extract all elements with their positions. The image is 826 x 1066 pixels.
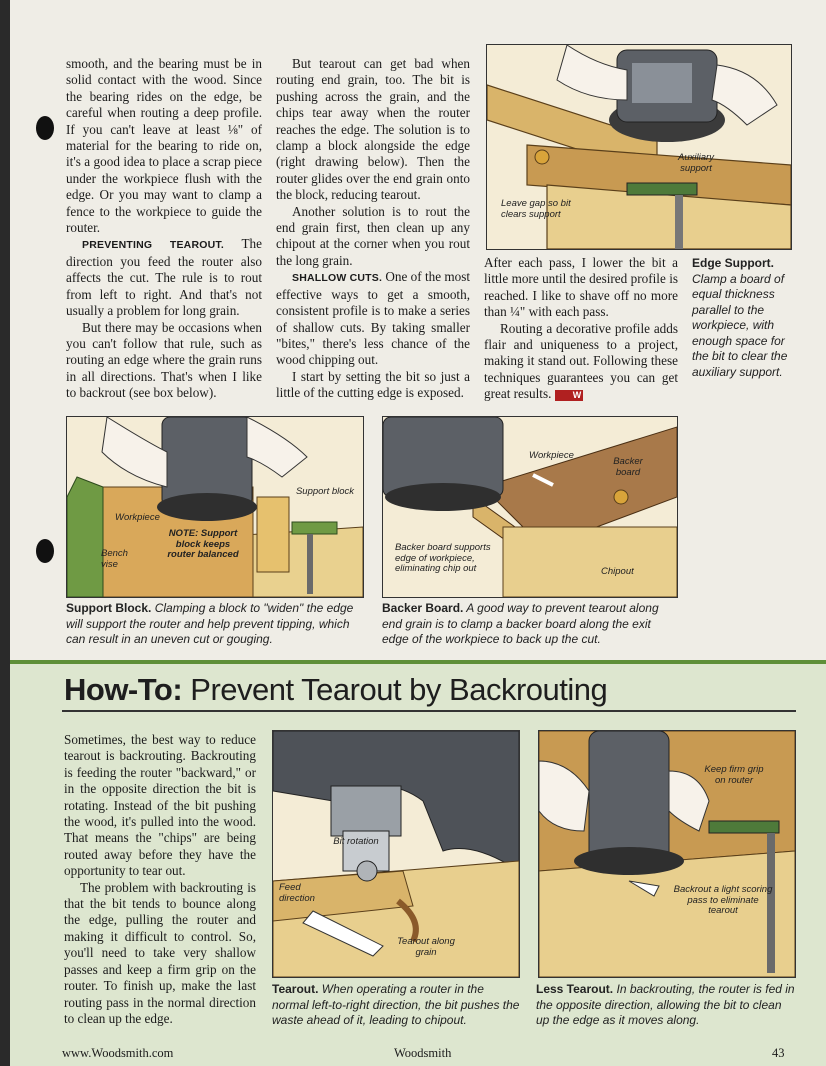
paragraph-text: One of the most effective ways to get a … bbox=[276, 269, 470, 368]
howto-top-rule bbox=[10, 660, 826, 664]
label-bench-vise: Bench vise bbox=[101, 548, 128, 570]
support-block-illustration: Support block Workpiece NOTE: Support bl… bbox=[66, 416, 364, 598]
caption-text: When operating a router in the normal le… bbox=[272, 982, 520, 1027]
runin-heading: PREVENTING TEAROUT. bbox=[82, 239, 224, 252]
label-backer-board: Backer board bbox=[613, 456, 643, 478]
label-feed-direction: Feed direction bbox=[279, 882, 315, 904]
end-mark: W bbox=[554, 390, 584, 402]
edge-support-caption: Edge Support. Clamp a board of equal thi… bbox=[692, 256, 796, 380]
tearout-caption: Tearout. When operating a router in the … bbox=[272, 982, 522, 1029]
caption-text: Clamp a board of equal thickness paralle… bbox=[692, 271, 788, 379]
hole-punch-top bbox=[36, 116, 54, 140]
backer-board-caption: Backer Board. A good way to prevent tear… bbox=[382, 601, 680, 648]
label-keep-grip: Keep firm grip on router bbox=[704, 764, 764, 786]
caption-title: Less Tearout. bbox=[536, 982, 614, 996]
label-support-block: Support block bbox=[295, 486, 355, 497]
caption-title: Edge Support. bbox=[692, 256, 774, 270]
label-bit-rotation: Bit rotation bbox=[333, 836, 379, 847]
howto-rule bbox=[62, 710, 796, 712]
backer-board-illustration: Workpiece Backer board Backer board supp… bbox=[382, 416, 678, 598]
howto-lead: How-To: bbox=[64, 672, 183, 707]
label-backer-supports: Backer board supports edge of workpiece,… bbox=[395, 542, 491, 574]
article-column-2: But tearout can get bad when routing end… bbox=[276, 56, 470, 402]
caption-title: Tearout. bbox=[272, 982, 319, 996]
caption-text: Clamping a block to "widen" the edge wil… bbox=[66, 601, 354, 646]
label-backrout: Backrout a light scoring pass to elimina… bbox=[673, 884, 773, 916]
label-note: NOTE: Support block keeps router balance… bbox=[167, 528, 239, 560]
label-tearout: Tearout along grain bbox=[397, 936, 455, 958]
router-illustration bbox=[487, 45, 791, 249]
footer-page-number: 43 bbox=[772, 1046, 785, 1060]
less-tearout-caption: Less Tearout. In backrouting, the router… bbox=[536, 982, 798, 1029]
paragraph: smooth, and the bearing must be in solid… bbox=[66, 56, 262, 236]
label-leave-gap: Leave gap so bit clears support bbox=[501, 198, 571, 220]
router-illustration bbox=[383, 417, 677, 597]
hole-punch-middle bbox=[36, 539, 54, 563]
paragraph-text: Routing a decorative profile adds flair … bbox=[484, 320, 678, 402]
runin-heading: SHALLOW CUTS. bbox=[292, 272, 383, 285]
router-illustration bbox=[67, 417, 363, 597]
router-illustration bbox=[273, 731, 519, 977]
paragraph: After each pass, I lower the bit a littl… bbox=[484, 255, 678, 320]
less-tearout-illustration: Keep firm grip on router Backrout a ligh… bbox=[538, 730, 796, 978]
router-illustration bbox=[539, 731, 795, 977]
caption-title: Support Block. bbox=[66, 601, 152, 615]
howto-heading: How-To: Prevent Tearout by Backrouting bbox=[64, 672, 608, 708]
howto-text: Sometimes, the best way to reduce tearou… bbox=[64, 732, 256, 1027]
label-chipout: Chipout bbox=[601, 566, 634, 577]
paragraph: But tearout can get bad when routing end… bbox=[276, 56, 470, 203]
footer-magazine: Woodsmith bbox=[394, 1046, 452, 1060]
caption-text: A good way to prevent tearout along end … bbox=[382, 601, 659, 646]
label-auxiliary-support: Auxiliary support bbox=[678, 152, 714, 174]
caption-title: Backer Board. bbox=[382, 601, 464, 615]
paragraph: Another solution is to rout the end grai… bbox=[276, 203, 470, 268]
label-workpiece: Workpiece bbox=[115, 512, 160, 523]
footer-url: www.Woodsmith.com bbox=[62, 1046, 174, 1060]
article-column-1: smooth, and the bearing must be in solid… bbox=[66, 56, 262, 402]
page-binding-shadow bbox=[0, 0, 10, 1066]
article-column-3: After each pass, I lower the bit a littl… bbox=[484, 255, 678, 403]
paragraph: Sometimes, the best way to reduce tearou… bbox=[64, 732, 256, 879]
paragraph: But there may be occasions when you can'… bbox=[66, 319, 262, 401]
howto-title: Prevent Tearout by Backrouting bbox=[190, 672, 608, 707]
paragraph: I start by setting the bit so just a lit… bbox=[276, 368, 470, 401]
edge-support-illustration: Auxiliary support Leave gap so bit clear… bbox=[486, 44, 792, 250]
support-block-caption: Support Block. Clamping a block to "wide… bbox=[66, 601, 366, 648]
caption-text: In backrouting, the router is fed in the… bbox=[536, 982, 795, 1027]
tearout-illustration: Bit rotation Feed direction Tearout alon… bbox=[272, 730, 520, 978]
paragraph-text: The direction you feed the router also a… bbox=[66, 236, 262, 319]
label-workpiece: Workpiece bbox=[529, 450, 574, 461]
paragraph: The problem with backrouting is that the… bbox=[64, 879, 256, 1026]
